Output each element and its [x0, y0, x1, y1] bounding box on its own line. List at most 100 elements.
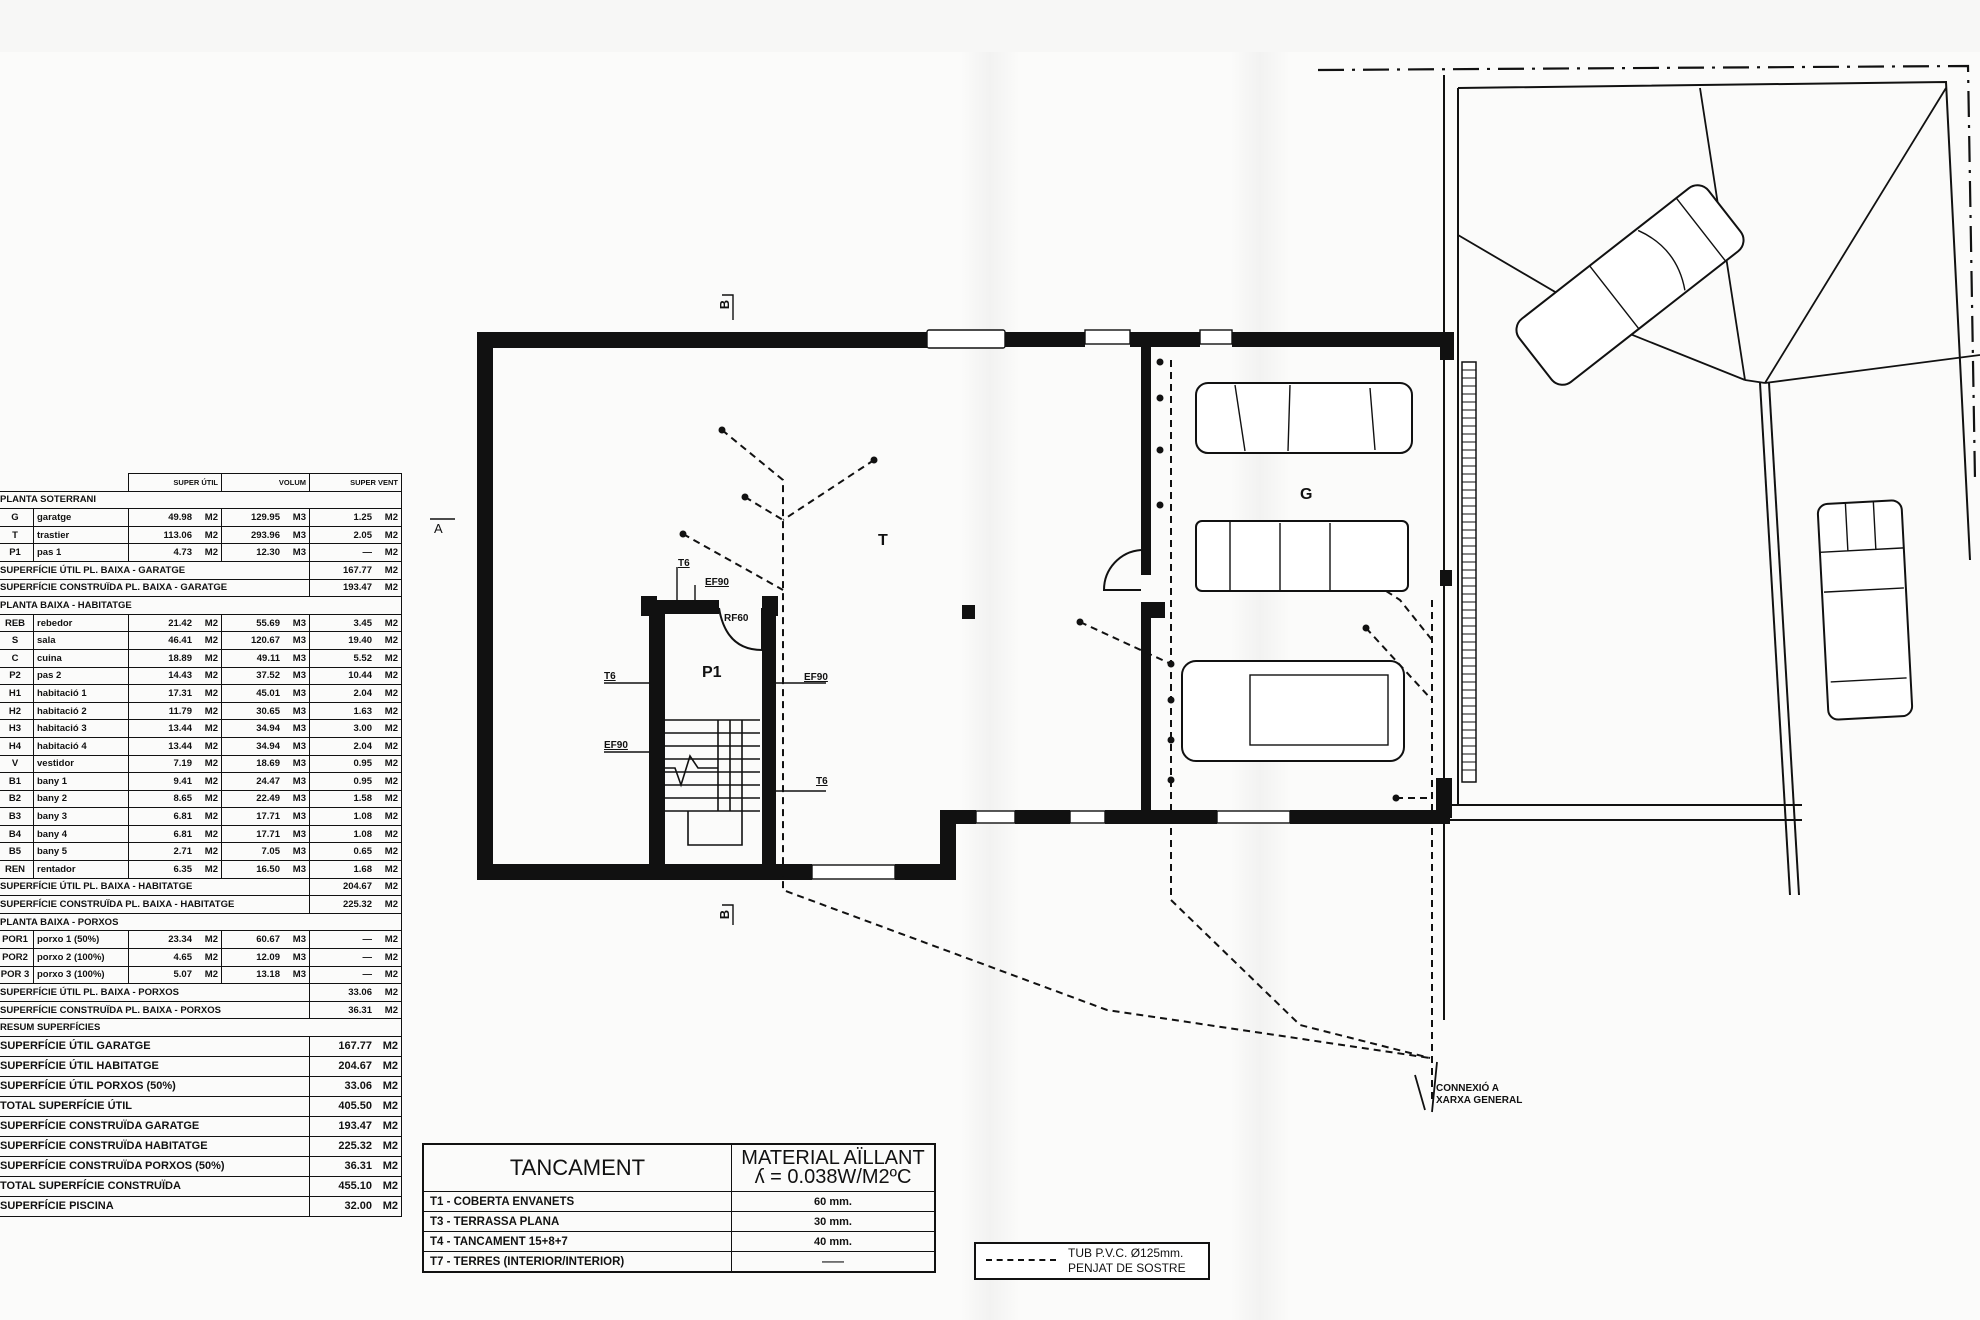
subtotal-label: SUPERFÍCIE ÚTIL PL. BAIXA - PORXOS [0, 983, 310, 1002]
unit-label: M2 [204, 740, 218, 752]
section-title: PLANTA BAIXA - HABITATGE [0, 596, 402, 615]
resum-label: SUPERFÍCIE CONSTRUÏDA GARATGE [0, 1116, 310, 1137]
room-code: C [0, 648, 34, 668]
room-name: bany 4 [33, 824, 129, 844]
resum-title: RESUM SUPERFÍCIES [0, 1018, 402, 1037]
unit-label: M3 [292, 670, 306, 682]
room-name: rentador [33, 860, 129, 879]
room-code: POR 3 [0, 965, 34, 985]
unit-label: M2 [204, 863, 218, 875]
room-name: porxo 1 (50%) [33, 930, 129, 950]
unit-label: M2 [204, 723, 218, 735]
room-code: G [0, 508, 34, 527]
resum-label: SUPERFÍCIE CONSTRUÏDA HABITATGE [0, 1136, 310, 1157]
unit-label: M3 [292, 723, 306, 735]
subtotal-label: SUPERFÍCIE CONSTRUÏDA PL. BAIXA - PORXOS [0, 1000, 310, 1020]
room-code: V [0, 754, 34, 774]
header-material: MATERIAL AÏLLANT ʎ = 0.038W/M2ºC [731, 1143, 936, 1192]
unit-label: M2 [204, 775, 218, 787]
unit-label: M2 [204, 635, 218, 647]
pipe-legend: TUB P.V.C. Ø125mm. PENJAT DE SOSTRE [974, 1242, 1210, 1280]
room-code: H2 [0, 701, 34, 721]
section-mark-b-top: B [717, 299, 733, 310]
unit-label: M2 [204, 828, 218, 840]
room-name: pas 2 [33, 666, 129, 686]
unit-label: M3 [292, 775, 306, 787]
super-vent: —M2 [309, 930, 402, 950]
dashed-line-symbol [986, 1259, 1056, 1261]
unit-label: M2 [384, 1004, 398, 1016]
connection-label: CONNEXIÓ A XARXA GENERAL [1436, 1083, 1523, 1106]
super-vent: —M2 [309, 948, 402, 967]
unit-label: M3 [292, 705, 306, 717]
unit-label: M2 [384, 846, 398, 858]
room-code: B4 [0, 824, 34, 844]
section-mark-b-bottom: B [717, 909, 733, 920]
subtotal-label: SUPERFÍCIE ÚTIL PL. BAIXA - HABITATGE [0, 877, 310, 897]
unit-label: M2 [204, 511, 218, 523]
room-name: porxo 2 (100%) [33, 948, 129, 967]
unit-label: M2 [384, 670, 398, 682]
section-title: PLANTA BAIXA - PORXOS [0, 912, 402, 932]
unit-label: M3 [292, 969, 306, 981]
room-name: habitació 2 [33, 701, 129, 721]
section-title: PLANTA SOTERRANI [0, 490, 402, 510]
header-tancament: TANCAMENT [422, 1143, 732, 1192]
tag-ef90-top: EF90 [705, 577, 729, 588]
unit-label: M2 [204, 705, 218, 717]
unit-label: M2 [204, 687, 218, 699]
room-code: S [0, 631, 34, 650]
room-code: B2 [0, 789, 34, 809]
room-code: B3 [0, 807, 34, 826]
resum-label: SUPERFÍCIE ÚTIL HABITATGE [0, 1056, 310, 1077]
room-code: POR2 [0, 948, 34, 967]
unit-label: M2 [384, 635, 398, 647]
subtotal-row: SUPERFÍCIE CONSTRUÏDA PL. BAIXA - GARATG… [0, 578, 402, 598]
unit-label: M2 [384, 705, 398, 717]
subtotal-row: SUPERFÍCIE CONSTRUÏDA PL. BAIXA - HABITA… [0, 895, 402, 914]
unit-label: M2 [384, 617, 398, 629]
unit-label: M2 [384, 547, 398, 559]
unit-label: M2 [204, 846, 218, 858]
unit-label: M2 [204, 951, 218, 963]
unit-label: M3 [292, 740, 306, 752]
